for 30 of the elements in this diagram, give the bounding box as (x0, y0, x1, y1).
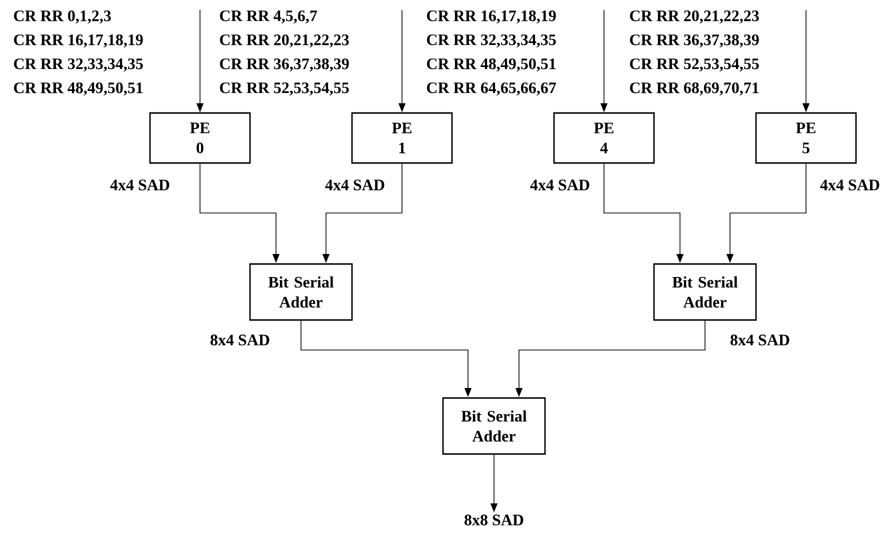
edge-label: 4x4 SAD (819, 178, 881, 192)
adder-box: Bit Serial Adder (653, 263, 757, 321)
input-label: CR RR 4,5,6,7 (220, 10, 318, 24)
edge-label: 8x4 SAD (729, 334, 791, 346)
input-label: CR RR 48,49,50,51 (427, 58, 556, 72)
pe-box: PE 5 (755, 112, 857, 164)
input-label: CR RR 68,69,70,71 (630, 82, 759, 96)
input-label: CR RR 36,37,38,39 (630, 34, 759, 48)
edge-label: 4x4 SAD (324, 178, 386, 192)
adder-box: Bit Serial Adder (249, 263, 353, 321)
input-label: CR RR 16,17,18,19 (427, 10, 556, 24)
output-label: 8x8 SAD (464, 514, 524, 526)
input-label: CR RR 48,49,50,51 (14, 82, 143, 96)
input-label: CR RR 20,21,22,23 (630, 10, 759, 24)
input-label: CR RR 52,53,54,55 (630, 58, 759, 72)
pe-box: PE 0 (149, 112, 251, 164)
input-label: CR RR 36,37,38,39 (220, 58, 349, 72)
input-label: CR RR 32,33,34,35 (14, 58, 143, 72)
adder-box: Bit Serial Adder (442, 397, 546, 455)
pe-box: PE 1 (351, 112, 453, 164)
input-label: CR RR 0,1,2,3 (14, 10, 111, 24)
input-label: CR RR 32,33,34,35 (427, 34, 556, 48)
input-label: CR RR 16,17,18,19 (14, 34, 143, 48)
input-label: CR RR 52,53,54,55 (220, 82, 349, 96)
input-label: CR RR 20,21,22,23 (220, 34, 349, 48)
edge-label: 4x4 SAD (109, 178, 171, 192)
edge-label: 8x4 SAD (209, 334, 271, 346)
edge-label: 4x4 SAD (529, 178, 591, 192)
pe-box: PE 4 (553, 112, 655, 164)
input-label: CR RR 64,65,66,67 (427, 82, 556, 96)
